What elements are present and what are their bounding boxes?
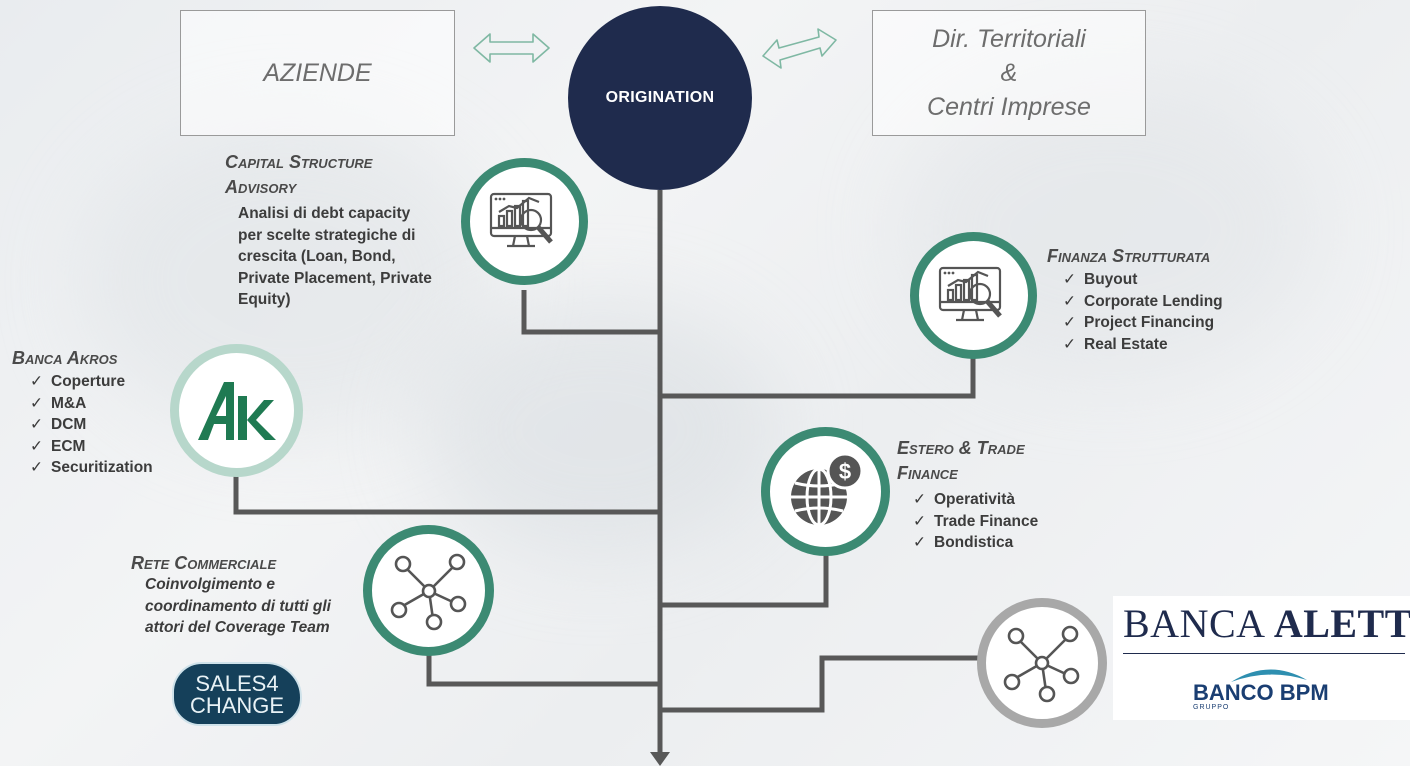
list-item: Buyout (1063, 269, 1223, 291)
territoriali-box: Dir. Territoriali & Centri Imprese (872, 10, 1146, 136)
capital-title-line-1: Capital Structure (225, 152, 373, 172)
list-item: M&A (30, 393, 153, 415)
rete-text-line: Coinvolgimento e (145, 576, 276, 593)
globe-dollar-icon: $ (790, 452, 863, 526)
network-icon (1003, 625, 1080, 703)
list-item: Project Financing (1063, 312, 1223, 334)
capital-structure-ring (461, 158, 588, 285)
rete-commerciale-text: Coinvolgimento e coordinamento di tutti … (145, 574, 331, 639)
capital-title-line-2: Advisory (225, 177, 297, 197)
estero-title-line-2: Finance (897, 463, 958, 483)
background-blur (420, 300, 780, 560)
origination-circle: ORIGINATION (568, 6, 752, 190)
sales4change-logo: SALES4 CHANGE (172, 662, 302, 726)
estero-trade-list: Operatività Trade Finance Bondistica (913, 489, 1038, 554)
branch-estero (660, 552, 829, 608)
aziende-label: AZIENDE (263, 59, 372, 87)
territoriali-line-3: Centri Imprese (927, 93, 1091, 121)
banca-akros-title: Banca Akros (12, 348, 118, 368)
finanza-strutturata-ring (910, 232, 1037, 359)
list-item: Trade Finance (913, 511, 1038, 533)
capital-text-line: Equity) (238, 291, 291, 308)
analytics-monitor-icon (489, 192, 553, 247)
banco-bpm-wordmark: BANCO BPM (1193, 680, 1329, 706)
banca-akros-list: Coperture M&A DCM ECM Securitization (30, 371, 153, 479)
list-item: Bondistica (913, 532, 1038, 554)
finanza-strutturata-title: Finanza Strutturata (1047, 246, 1211, 266)
network-icon (390, 553, 466, 630)
estero-trade-ring: $ (761, 427, 890, 556)
list-item: Coperture (30, 371, 153, 393)
branch-finanza (660, 355, 976, 399)
banca-akros-ring (170, 344, 303, 477)
sales-logo-line-1: SALES4 (195, 671, 279, 696)
capital-structure-title: Capital Structure Advisory (225, 150, 372, 200)
branch-capital (521, 290, 660, 335)
estero-title-line-1: Estero & Trade (897, 438, 1025, 458)
estero-trade-title: Estero & Trade Finance (897, 436, 1025, 486)
aletti-word-banca: BANCA (1123, 601, 1264, 646)
banca-aletti-logo-card: BANCA ALETTI BANCO BPM GRUPPO (1113, 596, 1410, 720)
double-arrow-right (762, 28, 837, 69)
aziende-box: AZIENDE (180, 10, 455, 136)
capital-text-line: per scelte strategiche di (238, 226, 416, 244)
branch-akros (233, 474, 660, 515)
capital-text-line: crescita (Loan, Bond, (238, 248, 396, 265)
bpm-word-bpm: BPM (1279, 680, 1329, 705)
trunk-arrowhead (650, 752, 670, 766)
list-item: Corporate Lending (1063, 291, 1223, 313)
list-item: ECM (30, 436, 153, 458)
bpm-word-banco: BANCO (1193, 680, 1274, 705)
svg-text:$: $ (838, 459, 850, 484)
territoriali-line-2: & (1000, 59, 1018, 87)
sales-logo-line-2: CHANGE (189, 693, 285, 718)
branch-rete (426, 652, 660, 687)
origination-label: ORIGINATION (605, 89, 715, 106)
banco-bpm-swoosh (1231, 669, 1307, 682)
list-item: Operatività (913, 489, 1038, 511)
banca-aletti-ring (977, 598, 1107, 728)
capital-text-line: Private Placement, Private (238, 269, 432, 287)
capital-text-line: Analisi di debt capacity (238, 205, 411, 222)
finanza-strutturata-list: Buyout Corporate Lending Project Financi… (1063, 269, 1223, 355)
rete-commerciale-title: Rete Commerciale (131, 553, 277, 573)
gruppo-label: GRUPPO (1193, 704, 1230, 711)
list-item: DCM (30, 414, 153, 436)
rete-commerciale-ring (363, 525, 494, 656)
branch-aletti (660, 655, 980, 713)
territoriali-line-1: Dir. Territoriali (932, 25, 1086, 53)
analytics-monitor-icon (938, 266, 1002, 321)
capital-structure-text: Analisi di debt capacity per scelte stra… (238, 203, 432, 311)
aletti-word-aletti: ALETTI (1273, 601, 1410, 646)
list-item: Securitization (30, 457, 153, 479)
akros-logo (197, 381, 276, 440)
aletti-divider (1123, 653, 1405, 654)
rete-text-line: coordinamento di tutti gli (145, 597, 331, 615)
rete-text-line: attori del Coverage Team (145, 619, 330, 636)
list-item: Real Estate (1063, 334, 1223, 356)
double-arrow-left (473, 33, 550, 63)
banca-aletti-wordmark: BANCA ALETTI (1123, 600, 1410, 647)
